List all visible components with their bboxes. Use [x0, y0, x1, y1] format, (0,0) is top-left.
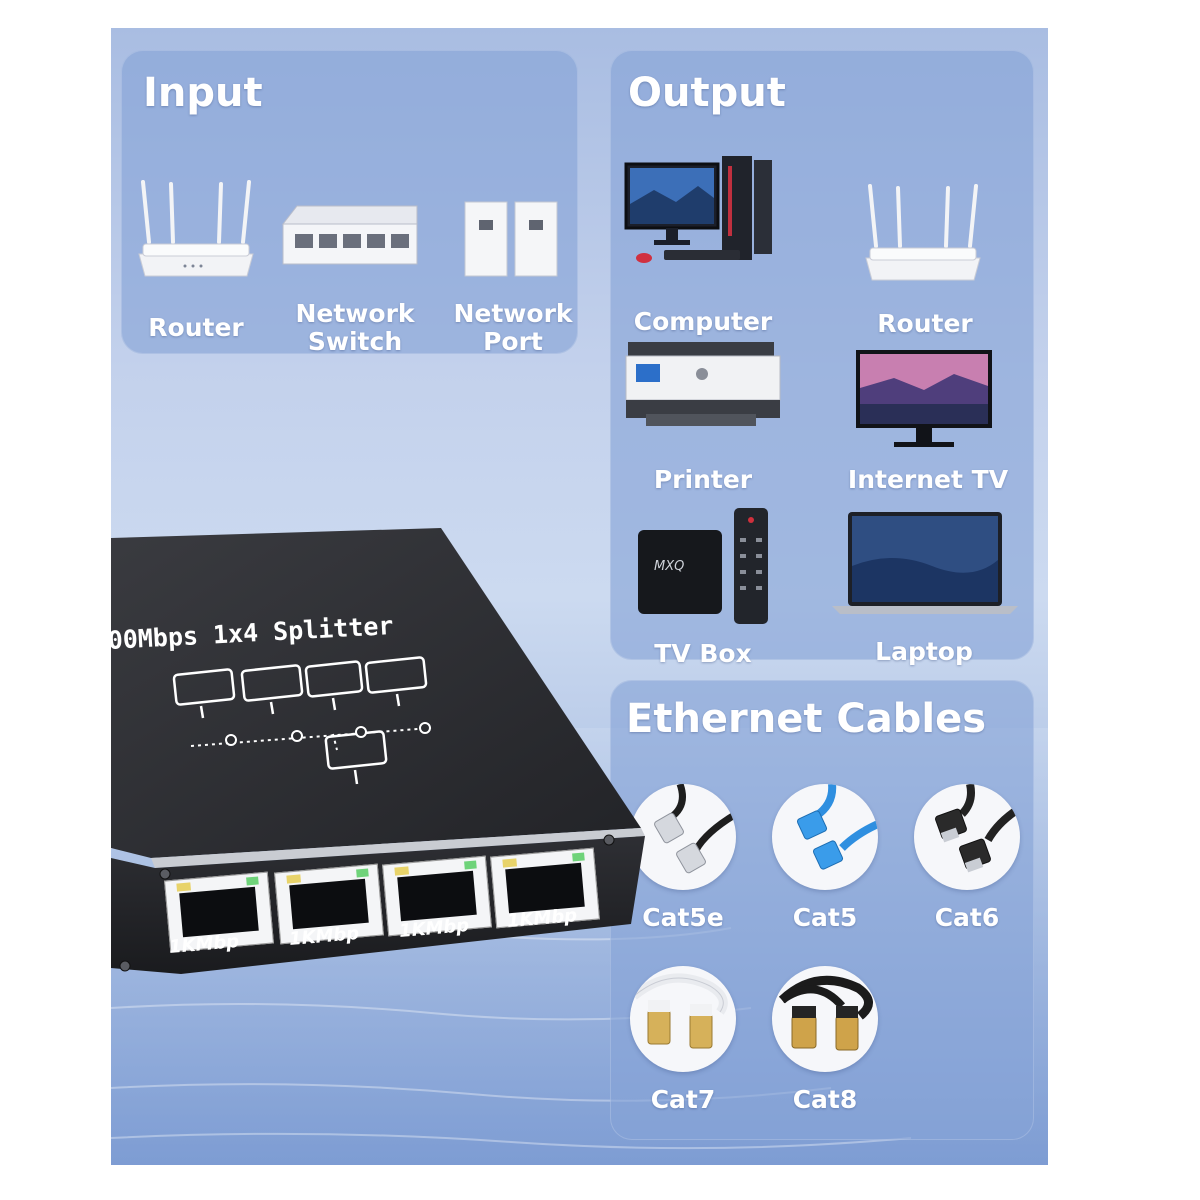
- computer-icon: [624, 156, 772, 263]
- cat6-cable-icon: [935, 784, 1020, 873]
- cable-label-cat7: Cat7: [650, 1085, 716, 1114]
- input-title: Input: [143, 70, 263, 116]
- cables-title: Ethernet Cables: [626, 696, 987, 742]
- output-title: Output: [628, 70, 786, 116]
- cables-panel: Ethernet Cables Cat5e Cat5: [610, 680, 1034, 1140]
- cat5e-cable-icon: [654, 784, 736, 874]
- network-switch-icon: [281, 205, 418, 265]
- output-label-computer: Computer: [633, 307, 773, 336]
- router-icon: [138, 180, 254, 277]
- input-label-network-switch: Network Switch: [295, 299, 415, 356]
- cable-label-cat6: Cat6: [934, 903, 1000, 932]
- output-label-internet-tv: Internet TV: [847, 465, 1009, 494]
- cat8-cable-icon: [778, 975, 873, 1051]
- input-label-network-port: Network Port: [453, 299, 573, 356]
- cat8-cable-image: [772, 966, 878, 1072]
- cable-label-cat8: Cat8: [792, 1085, 858, 1114]
- cat7-cable-icon: [631, 973, 728, 1049]
- laptop-icon: [832, 512, 1018, 614]
- tv-box-icon: MXQ: [638, 508, 768, 624]
- input-label-router: Router: [148, 313, 244, 342]
- input-panel: Input Router Network Switch: [121, 50, 578, 356]
- network-port-icon: [464, 201, 558, 277]
- product-image: Input Router Network Switch: [111, 28, 1048, 1165]
- cat5-cable-icon: [796, 784, 878, 870]
- output-label-laptop: Laptop: [875, 637, 973, 666]
- output-panel: Output Computer Router: [610, 50, 1034, 668]
- output-label-tv-box: TV Box: [654, 639, 752, 668]
- tv-icon: [856, 350, 992, 447]
- cat5e-cable-image: [630, 784, 736, 890]
- cable-label-cat5: Cat5: [792, 903, 858, 932]
- printer-icon: [625, 342, 781, 426]
- cat5-cable-image: [772, 784, 878, 890]
- router-icon: [865, 184, 981, 281]
- svg-text:MXQ: MXQ: [654, 559, 684, 574]
- cat6-cable-image: [914, 784, 1020, 890]
- output-label-router: Router: [877, 309, 973, 338]
- cable-label-cat5e: Cat5e: [642, 903, 724, 932]
- output-label-printer: Printer: [653, 465, 753, 494]
- cat7-cable-image: [630, 966, 736, 1072]
